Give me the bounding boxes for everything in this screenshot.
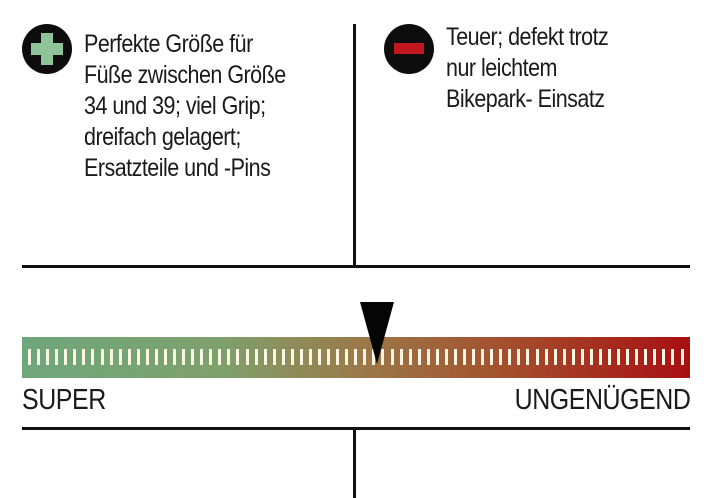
scale-tick bbox=[318, 349, 321, 365]
scale-tick bbox=[290, 349, 294, 365]
scale-tick bbox=[453, 349, 457, 365]
scale-tick bbox=[200, 349, 204, 365]
scale-tick bbox=[589, 349, 593, 365]
scale-tick bbox=[526, 349, 530, 365]
scale-tick bbox=[626, 349, 630, 365]
bottom-vertical-divider bbox=[353, 427, 356, 498]
scale-tick bbox=[236, 349, 240, 365]
scale-label-ungenuegend: UNGENÜGEND bbox=[514, 384, 690, 416]
rating-marker-triangle bbox=[360, 302, 394, 364]
top-vertical-divider bbox=[353, 24, 356, 267]
scale-tick bbox=[73, 349, 77, 365]
scale-tick bbox=[544, 349, 548, 365]
scale-tick bbox=[163, 349, 167, 365]
scale-tick bbox=[517, 349, 521, 365]
scale-tick bbox=[562, 349, 566, 365]
scale-tick bbox=[653, 349, 657, 365]
scale-tick bbox=[227, 349, 231, 365]
scale-tick bbox=[37, 349, 41, 365]
scale-tick bbox=[499, 349, 503, 365]
scale-tick bbox=[46, 349, 50, 365]
scale-tick bbox=[408, 349, 412, 365]
scale-tick bbox=[308, 349, 312, 365]
scale-tick bbox=[417, 349, 421, 365]
scale-tick bbox=[118, 349, 122, 365]
scale-ticks bbox=[28, 349, 684, 365]
scale-tick bbox=[154, 349, 158, 365]
scale-label-super: SUPER bbox=[22, 384, 106, 416]
scale-tick bbox=[345, 349, 349, 365]
scale-tick bbox=[182, 349, 186, 365]
scale-tick bbox=[444, 349, 448, 365]
upper-horizontal-rule bbox=[22, 265, 690, 268]
scale-tick bbox=[644, 349, 648, 365]
scale-tick bbox=[127, 349, 131, 365]
scale-tick bbox=[145, 349, 149, 365]
rating-scale-bar bbox=[22, 337, 690, 378]
scale-tick bbox=[354, 349, 358, 365]
scale-tick bbox=[327, 349, 331, 365]
scale-tick bbox=[472, 349, 476, 365]
scale-tick bbox=[481, 349, 485, 365]
scale-tick bbox=[281, 349, 285, 365]
minus-circle-icon bbox=[384, 24, 434, 74]
scale-tick bbox=[55, 349, 59, 365]
scale-tick bbox=[598, 349, 602, 365]
scale-tick bbox=[64, 349, 68, 365]
scale-tick bbox=[91, 349, 95, 365]
scale-tick bbox=[399, 349, 403, 365]
scale-tick bbox=[82, 349, 86, 365]
scale-tick bbox=[571, 349, 575, 365]
scale-tick bbox=[245, 349, 249, 365]
scale-tick bbox=[426, 349, 430, 365]
scale-tick bbox=[272, 349, 276, 365]
scale-tick bbox=[191, 349, 195, 365]
scale-tick bbox=[254, 349, 258, 365]
scale-tick bbox=[463, 349, 466, 365]
scale-tick bbox=[490, 349, 494, 365]
scale-tick bbox=[535, 349, 539, 365]
scale-tick bbox=[671, 349, 675, 365]
scale-tick bbox=[435, 349, 439, 365]
scale-tick bbox=[635, 349, 639, 365]
scale-tick bbox=[553, 349, 557, 365]
scale-tick bbox=[299, 349, 303, 365]
scale-tick bbox=[680, 349, 684, 365]
scale-tick bbox=[662, 349, 666, 365]
scale-tick bbox=[28, 349, 31, 365]
scale-tick bbox=[218, 349, 222, 365]
lower-horizontal-rule bbox=[22, 427, 690, 430]
scale-tick bbox=[608, 349, 611, 365]
scale-tick bbox=[508, 349, 512, 365]
scale-tick bbox=[100, 349, 104, 365]
plus-circle-icon bbox=[22, 24, 72, 74]
pros-text: Perfekte Größe für Füße zwischen Größe 3… bbox=[84, 30, 286, 182]
scale-tick bbox=[109, 349, 113, 365]
scale-tick bbox=[209, 349, 213, 365]
scale-tick bbox=[136, 349, 140, 365]
scale-tick bbox=[580, 349, 584, 365]
scale-tick bbox=[173, 349, 176, 365]
scale-tick bbox=[617, 349, 621, 365]
scale-tick bbox=[263, 349, 267, 365]
scale-tick bbox=[336, 349, 340, 365]
cons-text: Teuer; defekt trotz nur leichtem Bikepar… bbox=[446, 23, 609, 113]
